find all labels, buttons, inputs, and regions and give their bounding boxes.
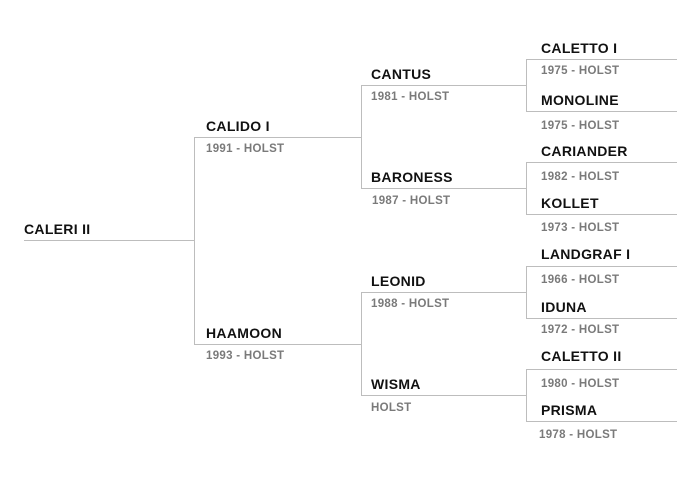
ggp-7-info: 1980 - HOLST <box>541 378 620 390</box>
sire-dam-name: BARONESS <box>371 169 453 185</box>
sire-sire-info: 1981 - HOLST <box>371 91 450 103</box>
ggp-1-info: 1975 - HOLST <box>541 65 620 77</box>
dam-dam-info: HOLST <box>371 402 412 414</box>
ggp-5-name: LANDGRAF I <box>541 246 631 262</box>
connector-gg1-vertical <box>526 59 527 112</box>
connector-dam-dam <box>361 395 527 396</box>
ggp-2-name: MONOLINE <box>541 92 619 108</box>
ggp-8-name: PRISMA <box>541 402 598 418</box>
connector-dam-vertical <box>361 292 362 396</box>
connector-ggp-1 <box>526 59 677 60</box>
connector-dam <box>194 344 362 345</box>
ggp-1-name: CALETTO I <box>541 40 618 56</box>
ggp-4-info: 1973 - HOLST <box>541 222 620 234</box>
connector-ggp-5 <box>526 266 677 267</box>
ggp-7-name: CALETTO II <box>541 348 622 364</box>
ggp-3-name: CARIANDER <box>541 143 628 159</box>
connector-ggp-3 <box>526 162 677 163</box>
subject-name: CALERI II <box>24 221 91 237</box>
sire-sire-name: CANTUS <box>371 66 432 82</box>
ggp-4-name: KOLLET <box>541 195 599 211</box>
connector-ggp-2 <box>526 111 677 112</box>
connector-sire <box>194 137 362 138</box>
connector-gg4-vertical <box>526 369 527 422</box>
connector-gg3-vertical <box>526 266 527 319</box>
dam-sire-info: 1988 - HOLST <box>371 298 450 310</box>
sire-name: CALIDO I <box>206 118 270 134</box>
connector-ggp-7 <box>526 369 677 370</box>
connector-ggp-4 <box>526 214 677 215</box>
ggp-8-info: 1978 - HOLST <box>539 429 618 441</box>
connector-ggp-6 <box>526 318 677 319</box>
sire-info: 1991 - HOLST <box>206 143 285 155</box>
connector-gg2-vertical <box>526 162 527 215</box>
dam-dam-name: WISMA <box>371 376 421 392</box>
dam-name: HAAMOON <box>206 325 282 341</box>
connector-sire-sire <box>361 85 527 86</box>
sire-dam-info: 1987 - HOLST <box>372 195 451 207</box>
dam-sire-name: LEONID <box>371 273 426 289</box>
connector-gen1-vertical <box>194 137 195 345</box>
ggp-5-info: 1966 - HOLST <box>541 274 620 286</box>
ggp-2-info: 1975 - HOLST <box>541 120 620 132</box>
connector-ggp-8 <box>526 421 677 422</box>
connector-dam-sire <box>361 292 527 293</box>
connector-sire-dam <box>361 188 527 189</box>
dam-info: 1993 - HOLST <box>206 350 285 362</box>
ggp-6-name: IDUNA <box>541 299 587 315</box>
connector-subject <box>24 240 195 241</box>
connector-sire-vertical <box>361 85 362 189</box>
ggp-3-info: 1982 - HOLST <box>541 171 620 183</box>
ggp-6-info: 1972 - HOLST <box>541 324 620 336</box>
